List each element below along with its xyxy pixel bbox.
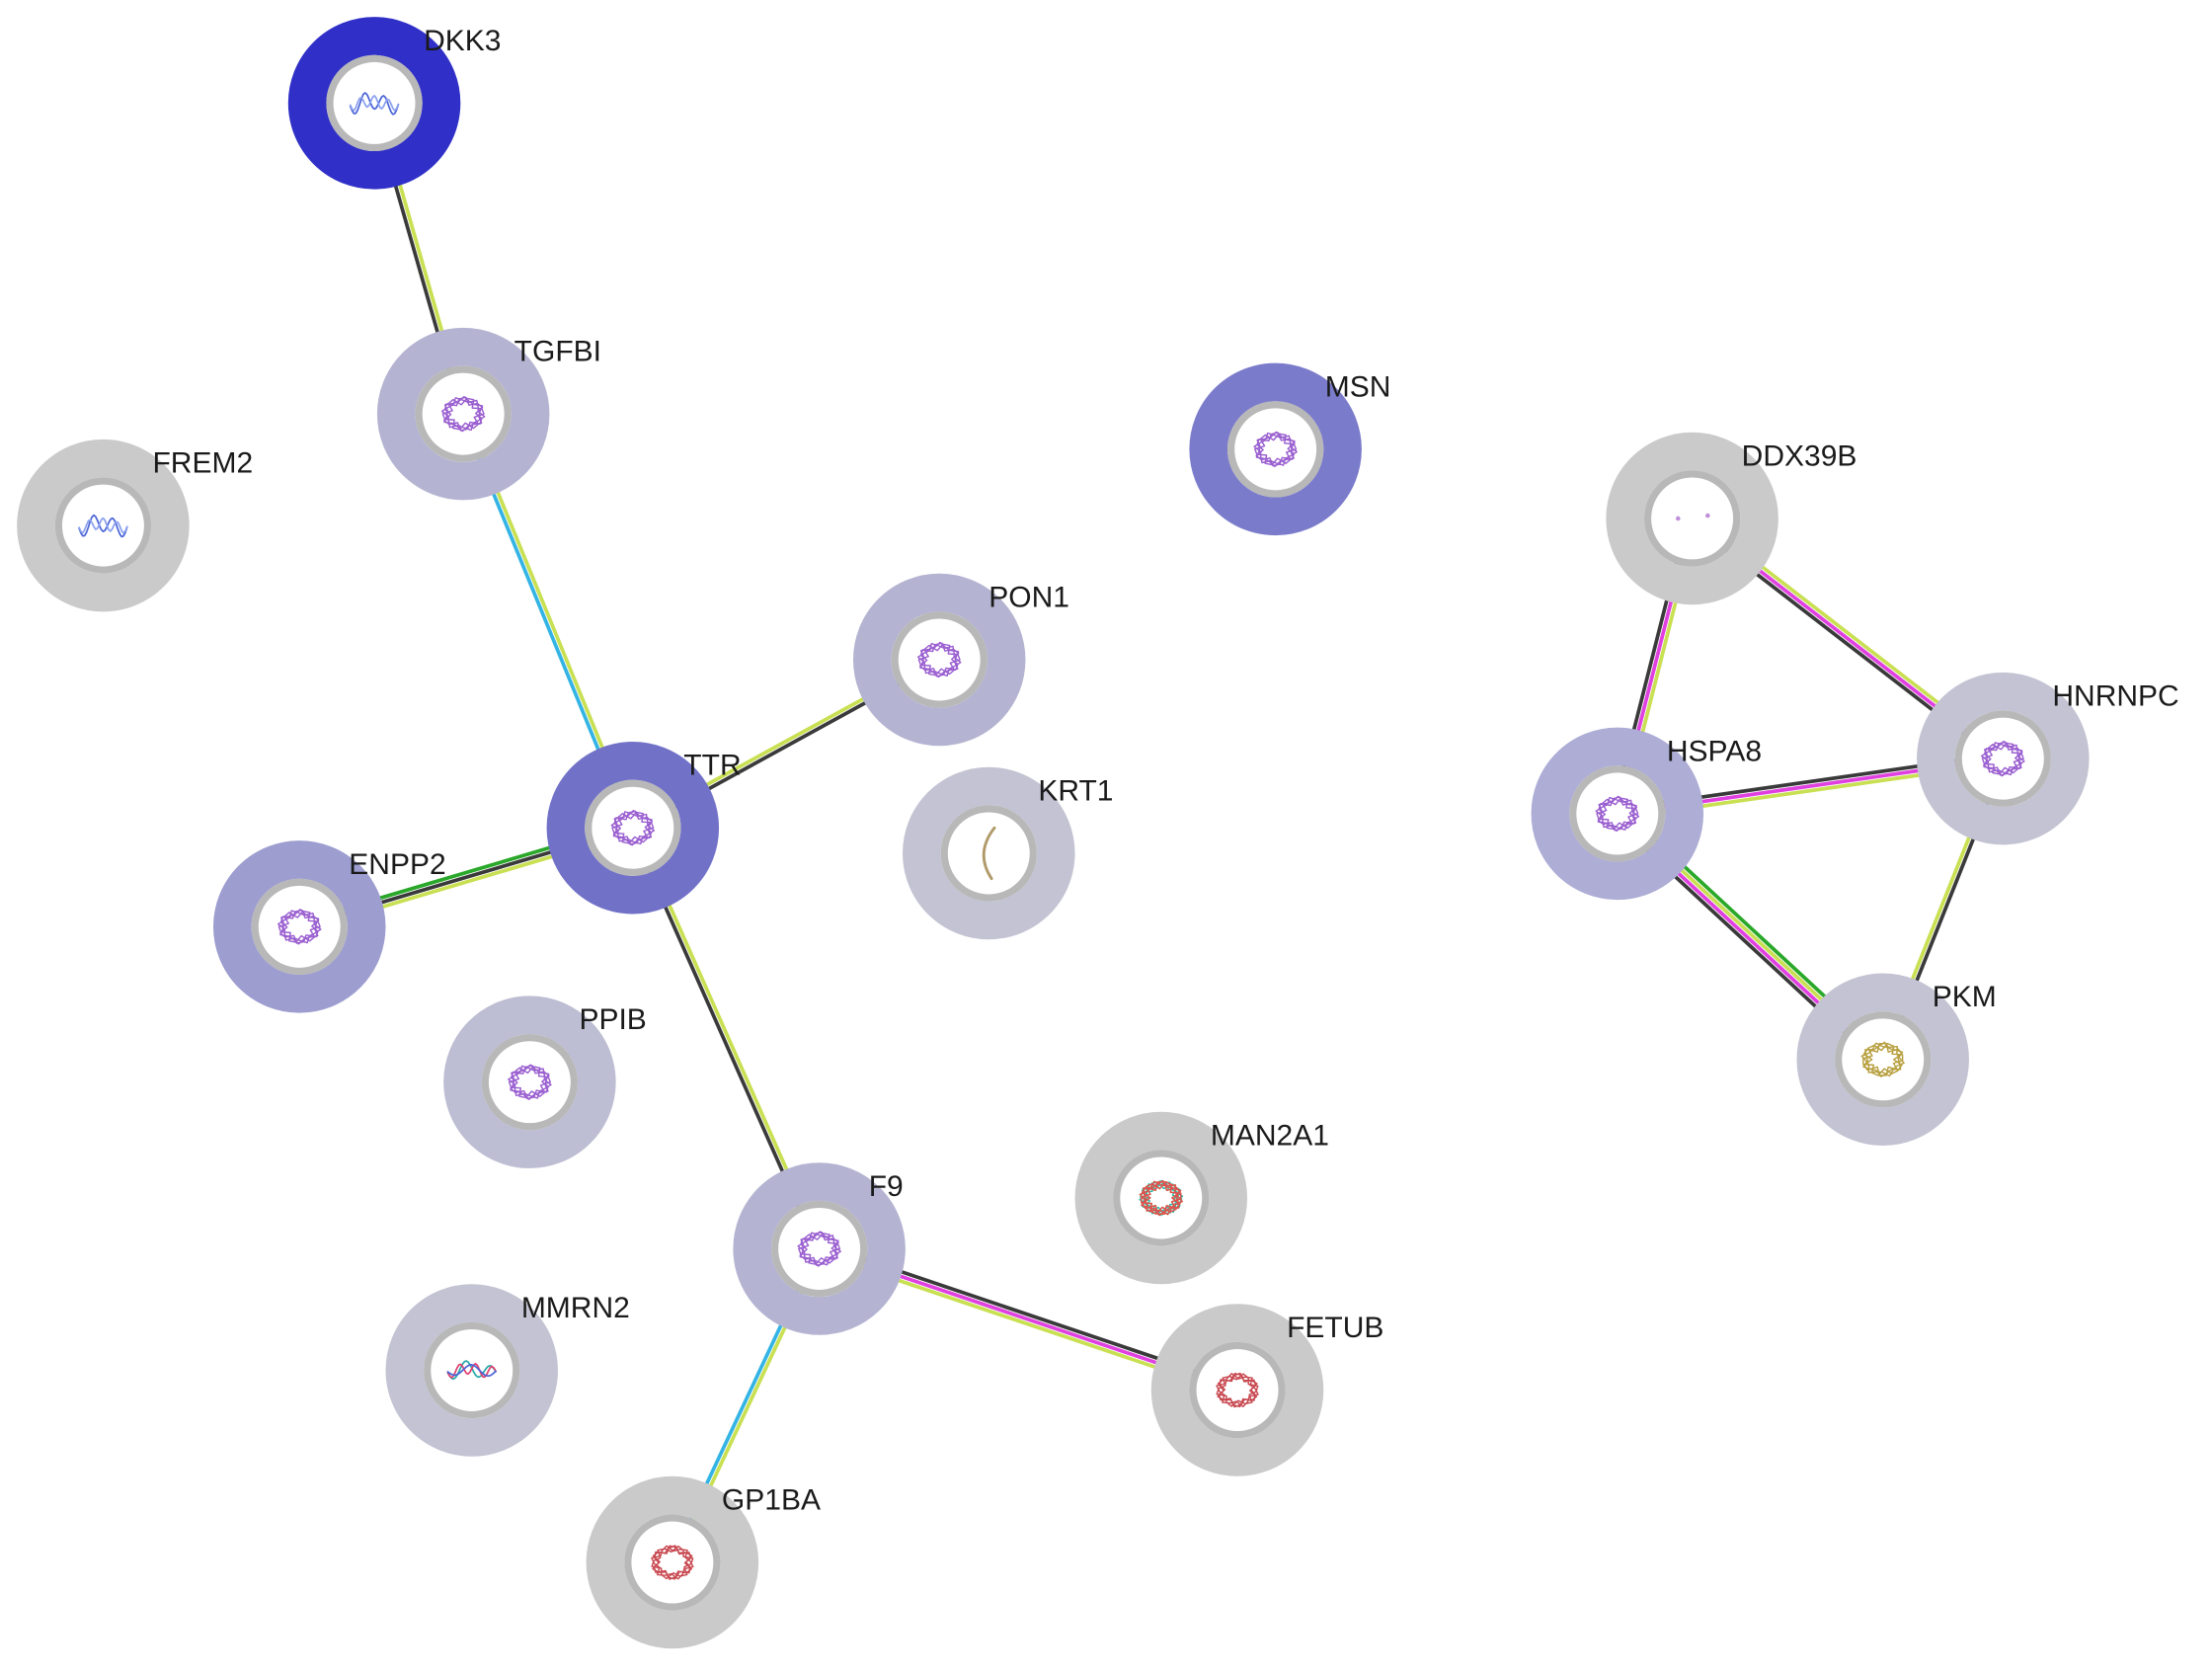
node-halo-ring bbox=[1150, 1304, 1324, 1476]
node-core bbox=[1842, 1018, 1925, 1101]
node-halo-ring bbox=[586, 1475, 759, 1649]
node-label: GP1BA bbox=[722, 1483, 821, 1516]
protein-structure-icon bbox=[651, 1545, 694, 1580]
protein-structure-icon bbox=[982, 826, 996, 881]
protein-structure-icon bbox=[916, 641, 962, 678]
node-label: KRT1 bbox=[1038, 774, 1113, 807]
node-halo-ring bbox=[376, 327, 550, 501]
node-tgfbi[interactable]: TGFBI bbox=[376, 327, 601, 501]
node-core bbox=[333, 61, 416, 144]
node-label: PPIB bbox=[579, 1003, 646, 1036]
node-core bbox=[1651, 477, 1734, 560]
node-label: FREM2 bbox=[152, 447, 253, 480]
node-dkk3[interactable]: DKK3 bbox=[287, 17, 501, 190]
protein-structure-icon bbox=[1676, 513, 1710, 521]
node-core bbox=[1196, 1349, 1279, 1431]
node-halo-ring bbox=[546, 741, 720, 915]
node-man2a1[interactable]: MAN2A1 bbox=[1074, 1111, 1329, 1285]
node-f9[interactable]: F9 bbox=[733, 1162, 906, 1335]
protein-structure-icon bbox=[1595, 795, 1640, 833]
node-enpp2[interactable]: ENPP2 bbox=[212, 840, 446, 1013]
node-core bbox=[488, 1041, 571, 1124]
node-halo-ring bbox=[1796, 973, 1969, 1147]
node-halo-ring bbox=[287, 17, 461, 190]
protein-structure-icon bbox=[349, 92, 400, 116]
node-core bbox=[1961, 717, 2044, 800]
node-label: FETUB bbox=[1287, 1312, 1383, 1344]
node-label: MSN bbox=[1325, 370, 1391, 403]
protein-structure-icon bbox=[1139, 1179, 1184, 1217]
node-core bbox=[61, 484, 144, 567]
node-label: TTR bbox=[683, 750, 741, 782]
node-halo-ring bbox=[212, 840, 386, 1013]
node-mmrn2[interactable]: MMRN2 bbox=[385, 1284, 630, 1457]
node-label: PON1 bbox=[988, 581, 1069, 613]
node-label: PKM bbox=[1933, 981, 1997, 1013]
node-core bbox=[947, 812, 1030, 895]
node-label: DKK3 bbox=[424, 25, 501, 57]
node-hnrnpc[interactable]: HNRNPC bbox=[1917, 672, 2179, 845]
node-label: MAN2A1 bbox=[1211, 1119, 1329, 1152]
protein-structure-icon bbox=[508, 1064, 552, 1100]
node-label: F9 bbox=[869, 1170, 904, 1203]
protein-structure-icon bbox=[78, 514, 128, 538]
protein-structure-icon bbox=[446, 1360, 497, 1381]
protein-structure-icon bbox=[440, 395, 486, 433]
node-label: TGFBI bbox=[514, 336, 601, 368]
node-halo-ring bbox=[903, 766, 1075, 940]
node-halo-ring bbox=[1531, 727, 1704, 901]
node-frem2[interactable]: FREM2 bbox=[17, 438, 253, 612]
node-label: HNRNPC bbox=[2052, 680, 2178, 713]
node-core bbox=[1120, 1156, 1203, 1239]
node-halo-ring bbox=[1606, 432, 1778, 605]
node-ttr[interactable]: TTR bbox=[546, 741, 742, 915]
protein-structure-icon bbox=[276, 909, 322, 945]
node-halo-ring bbox=[1074, 1111, 1248, 1285]
node-core bbox=[778, 1207, 861, 1290]
node-halo-ring bbox=[17, 438, 190, 612]
node-halo-ring bbox=[852, 573, 1026, 747]
protein-structure-icon bbox=[610, 809, 656, 846]
node-msn[interactable]: MSN bbox=[1189, 362, 1391, 536]
node-core bbox=[1576, 772, 1659, 855]
protein-structure-icon bbox=[1980, 740, 2025, 777]
node-core bbox=[258, 885, 341, 968]
node-label: HSPA8 bbox=[1667, 735, 1762, 767]
node-halo-ring bbox=[733, 1162, 906, 1335]
node-label: MMRN2 bbox=[521, 1292, 630, 1324]
node-halo-ring bbox=[1917, 672, 2090, 845]
node-ddx39b[interactable]: DDX39B bbox=[1606, 432, 1857, 605]
node-ppib[interactable]: PPIB bbox=[443, 996, 647, 1168]
node-core bbox=[592, 786, 674, 869]
node-fetub[interactable]: FETUB bbox=[1150, 1304, 1383, 1476]
node-core bbox=[1234, 408, 1317, 491]
node-gp1ba[interactable]: GP1BA bbox=[586, 1475, 821, 1649]
node-label: ENPP2 bbox=[349, 848, 445, 881]
node-core bbox=[631, 1521, 714, 1604]
protein-structure-icon bbox=[1860, 1041, 1905, 1077]
node-core bbox=[898, 618, 981, 701]
node-hspa8[interactable]: HSPA8 bbox=[1531, 727, 1762, 901]
node-core bbox=[422, 372, 505, 455]
node-krt1[interactable]: KRT1 bbox=[903, 766, 1113, 940]
protein-structure-icon bbox=[1253, 431, 1298, 468]
node-label: DDX39B bbox=[1742, 439, 1857, 472]
node-halo-ring bbox=[443, 996, 616, 1168]
protein-structure-icon bbox=[1216, 1372, 1259, 1408]
node-pon1[interactable]: PON1 bbox=[852, 573, 1069, 747]
node-halo-ring bbox=[1189, 362, 1362, 536]
protein-structure-icon bbox=[797, 1231, 841, 1267]
node-pkm[interactable]: PKM bbox=[1796, 973, 1997, 1147]
node-halo-ring bbox=[385, 1284, 559, 1457]
